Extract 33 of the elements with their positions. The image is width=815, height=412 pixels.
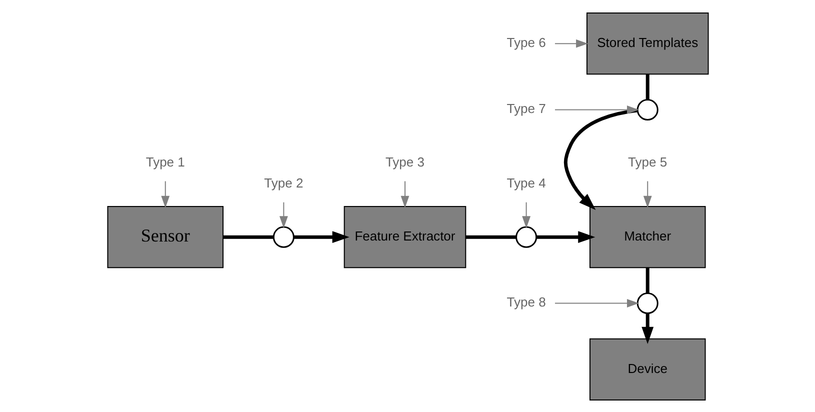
node-circle [272, 226, 294, 248]
node-circle [636, 292, 658, 314]
arrow [563, 108, 638, 210]
node-circle [515, 226, 537, 248]
node-box: Matcher [588, 206, 706, 268]
node-text: Type 3 [384, 154, 424, 169]
node-box: Feature Extractor [343, 206, 466, 268]
node-text: Type 1 [145, 154, 184, 169]
node-box: Stored Templates [586, 12, 708, 74]
arrow [278, 202, 288, 228]
node-text: Type 5 [628, 154, 667, 169]
arrow [294, 230, 349, 243]
node-box: Device [588, 338, 706, 400]
node-text: Type 6 [506, 34, 546, 50]
arrow [642, 180, 652, 208]
connector [465, 234, 516, 238]
arrow [554, 298, 639, 307]
arrow [536, 230, 595, 243]
connector [645, 74, 649, 100]
arrow [160, 180, 170, 208]
connector [645, 267, 649, 293]
node-box: Sensor [106, 206, 224, 268]
node-text: Type 4 [506, 174, 546, 190]
node-text: Type 7 [506, 100, 546, 116]
node-circle [636, 98, 658, 120]
arrow [400, 180, 409, 208]
connector [222, 234, 273, 238]
node-text: Type 8 [506, 294, 546, 310]
node-text: Type 2 [264, 174, 303, 190]
arrow [641, 312, 654, 344]
arrow [554, 38, 588, 48]
arrow [554, 105, 639, 114]
arrow [522, 202, 530, 228]
